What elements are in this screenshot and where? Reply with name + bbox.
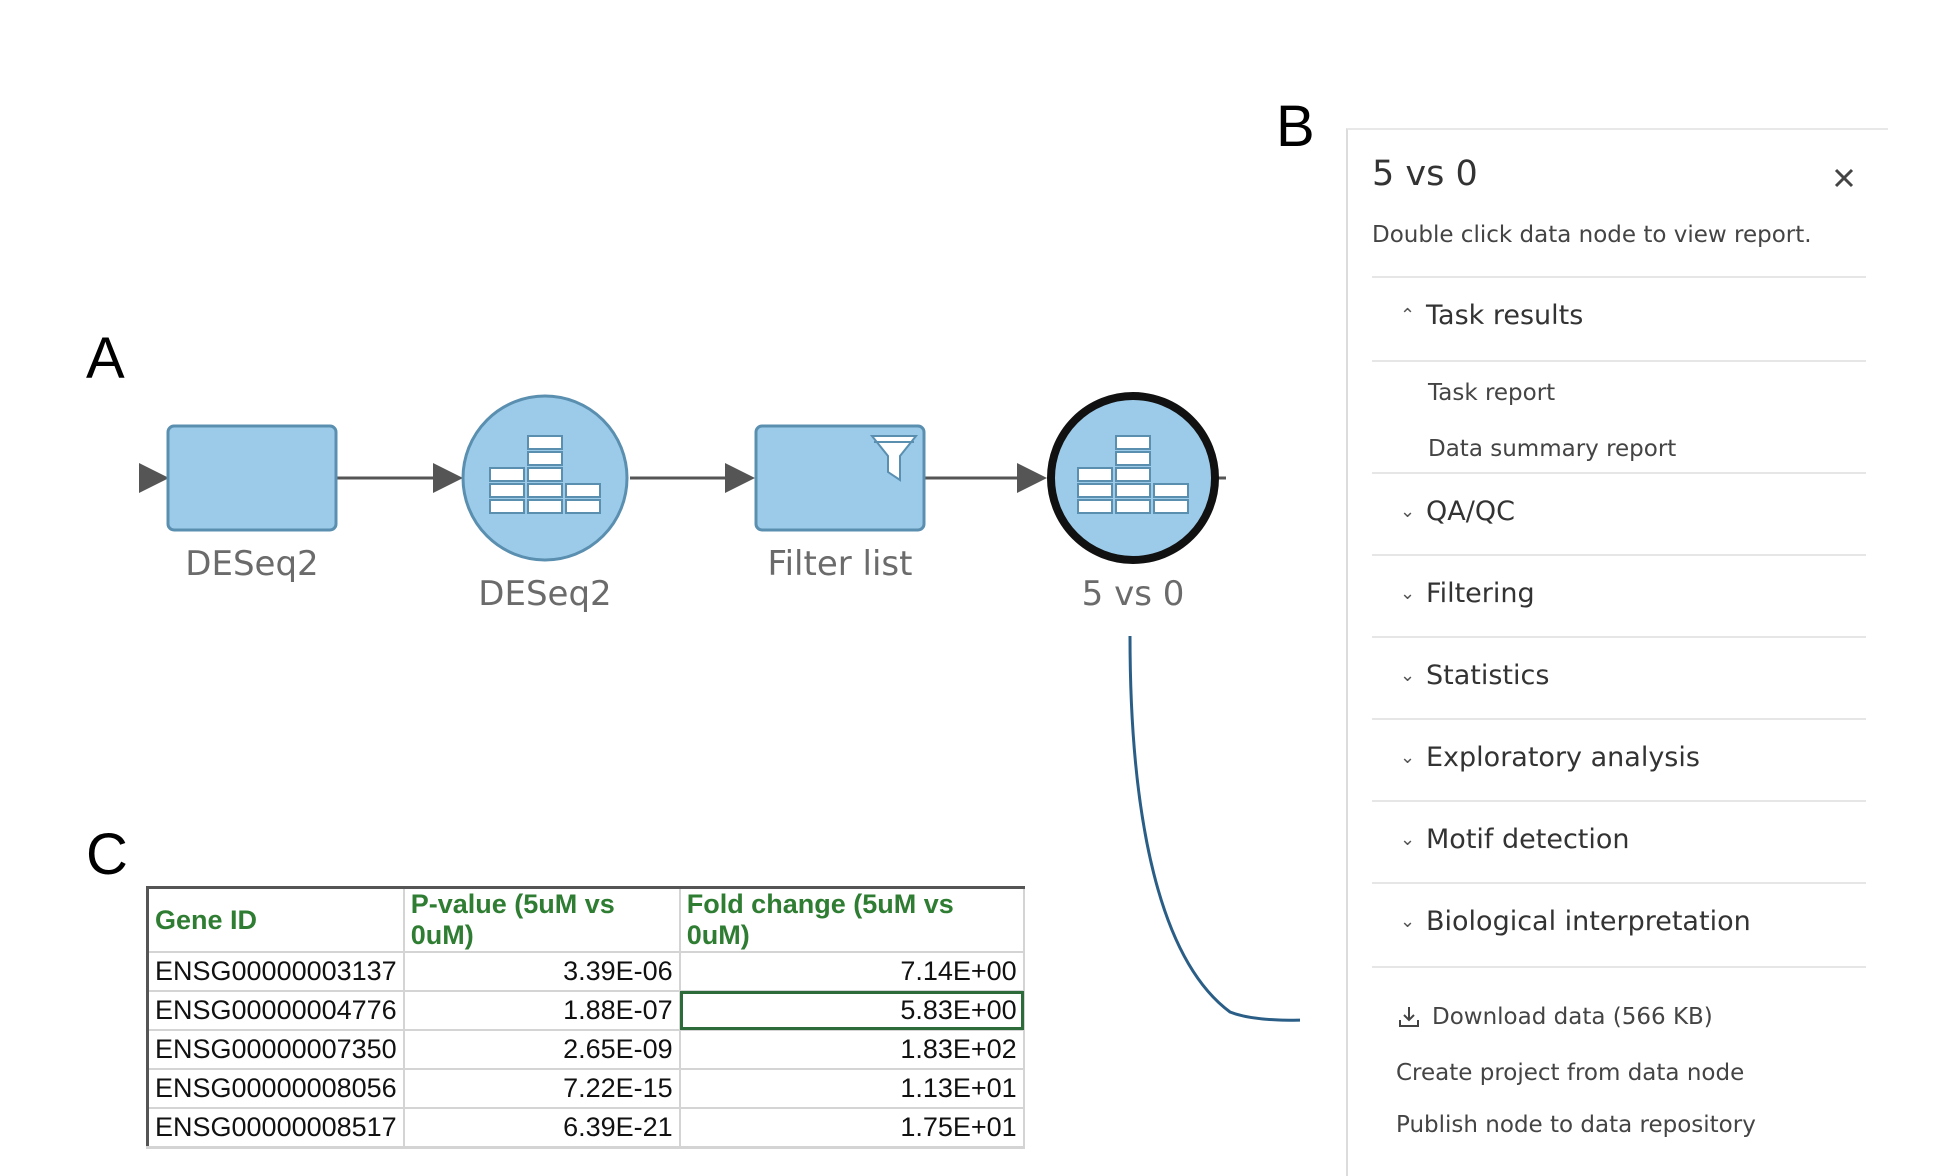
table-row: ENSG00000003137 3.39E-06 7.14E+00 bbox=[146, 951, 1025, 992]
section-label: Statistics bbox=[1426, 660, 1550, 691]
gene-table: Gene ID P-value (5uM vs 0uM) Fold change… bbox=[146, 886, 1025, 1149]
table-icon bbox=[1077, 435, 1189, 514]
download-data-button[interactable]: Download data (566 KB) bbox=[1396, 1004, 1713, 1030]
panel-letter-b: B bbox=[1276, 94, 1315, 159]
section-filtering: ⌄ Filtering bbox=[1372, 554, 1866, 638]
panel-letter-a: A bbox=[86, 326, 125, 391]
section-header-statistics[interactable]: ⌄ Statistics bbox=[1400, 660, 1549, 691]
section-header-filtering[interactable]: ⌄ Filtering bbox=[1400, 578, 1535, 609]
section-header-exploratory-analysis[interactable]: ⌄ Exploratory analysis bbox=[1400, 742, 1700, 773]
create-project-button[interactable]: Create project from data node bbox=[1396, 1060, 1745, 1086]
section-motif-detection: ⌄ Motif detection bbox=[1372, 800, 1866, 884]
panel-letter-c: C bbox=[86, 822, 128, 887]
node-label-4: 5 vs 0 bbox=[1081, 574, 1185, 614]
cell-gene-id[interactable]: ENSG00000004776 bbox=[146, 990, 405, 1031]
task-node-filter-list[interactable] bbox=[754, 424, 926, 532]
panel-title: 5 vs 0 bbox=[1372, 154, 1478, 194]
data-node-5-vs-0[interactable] bbox=[1047, 392, 1219, 564]
section-label: Filtering bbox=[1426, 578, 1535, 609]
cell-p-value[interactable]: 1.88E-07 bbox=[402, 990, 681, 1031]
section-qa-qc: ⌄ QA/QC bbox=[1372, 472, 1866, 556]
chevron-down-icon: ⌄ bbox=[1400, 747, 1416, 768]
node-label-1: DESeq2 bbox=[185, 544, 319, 584]
cell-fold-change[interactable]: 1.13E+01 bbox=[678, 1068, 1025, 1109]
section-header-motif-detection[interactable]: ⌄ Motif detection bbox=[1400, 824, 1630, 855]
column-header-gene-id[interactable]: Gene ID bbox=[146, 886, 405, 953]
cell-fold-change[interactable]: 7.14E+00 bbox=[678, 951, 1025, 992]
section-label: Biological interpretation bbox=[1426, 906, 1751, 937]
column-header-fold-change[interactable]: Fold change (5uM vs 0uM) bbox=[678, 886, 1025, 953]
cell-fold-change[interactable]: 1.75E+01 bbox=[678, 1107, 1025, 1149]
annotation-arrow bbox=[1128, 635, 1300, 1022]
data-summary-report-link[interactable]: Data summary report bbox=[1428, 436, 1677, 462]
section-header-biological-interpretation[interactable]: ⌄ Biological interpretation bbox=[1400, 906, 1751, 937]
section-header-task-results[interactable]: ⌃ Task results bbox=[1400, 300, 1583, 331]
chevron-down-icon: ⌄ bbox=[1400, 665, 1416, 686]
table-icon bbox=[489, 435, 601, 514]
cell-gene-id[interactable]: ENSG00000007350 bbox=[146, 1029, 405, 1070]
filter-icon bbox=[869, 435, 919, 482]
section-statistics: ⌄ Statistics bbox=[1372, 636, 1866, 720]
chevron-down-icon: ⌄ bbox=[1400, 583, 1416, 604]
publish-node-button[interactable]: Publish node to data repository bbox=[1396, 1112, 1756, 1138]
section-label: QA/QC bbox=[1426, 496, 1515, 527]
table-row: ENSG00000008517 6.39E-21 1.75E+01 bbox=[146, 1107, 1025, 1149]
section-header-qa-qc[interactable]: ⌄ QA/QC bbox=[1400, 496, 1515, 527]
section-label: Task results bbox=[1426, 300, 1584, 331]
node-details-panel: 5 vs 0 Double click data node to view re… bbox=[1346, 128, 1888, 1176]
chevron-up-icon: ⌃ bbox=[1400, 305, 1416, 326]
table-row: ENSG00000004776 1.88E-07 5.83E+00 bbox=[146, 990, 1025, 1031]
cell-p-value[interactable]: 2.65E-09 bbox=[402, 1029, 681, 1070]
section-biological-interpretation: ⌄ Biological interpretation bbox=[1372, 882, 1866, 968]
download-icon bbox=[1399, 1007, 1419, 1027]
task-node-deseq2[interactable] bbox=[166, 424, 338, 532]
close-icon[interactable] bbox=[1824, 158, 1864, 198]
node-label-2: DESeq2 bbox=[478, 574, 612, 614]
table-header-row: Gene ID P-value (5uM vs 0uM) Fold change… bbox=[146, 886, 1025, 953]
chevron-down-icon: ⌄ bbox=[1400, 829, 1416, 850]
cell-fold-change[interactable]: 1.83E+02 bbox=[678, 1029, 1025, 1070]
section-exploratory-analysis: ⌄ Exploratory analysis bbox=[1372, 718, 1866, 802]
cell-fold-change-selected[interactable]: 5.83E+00 bbox=[678, 990, 1025, 1031]
column-header-p-value[interactable]: P-value (5uM vs 0uM) bbox=[402, 886, 681, 953]
table-row: ENSG00000007350 2.65E-09 1.83E+02 bbox=[146, 1029, 1025, 1070]
node-label-3: Filter list bbox=[767, 544, 913, 584]
workflow-canvas bbox=[139, 392, 1300, 1022]
download-data-label: Download data (566 KB) bbox=[1432, 1004, 1713, 1030]
section-task-results: ⌃ Task results Task report Data summary … bbox=[1372, 276, 1866, 474]
cell-p-value[interactable]: 7.22E-15 bbox=[402, 1068, 681, 1109]
data-node-deseq2[interactable] bbox=[461, 394, 629, 562]
cell-gene-id[interactable]: ENSG00000003137 bbox=[146, 951, 405, 992]
chevron-down-icon: ⌄ bbox=[1400, 501, 1416, 522]
table-row: ENSG00000008056 7.22E-15 1.13E+01 bbox=[146, 1068, 1025, 1109]
chevron-down-icon: ⌄ bbox=[1400, 911, 1416, 932]
panel-hint: Double click data node to view report. bbox=[1372, 222, 1812, 248]
cell-p-value[interactable]: 6.39E-21 bbox=[402, 1107, 681, 1149]
cell-gene-id[interactable]: ENSG00000008056 bbox=[146, 1068, 405, 1109]
cell-p-value[interactable]: 3.39E-06 bbox=[402, 951, 681, 992]
section-label: Motif detection bbox=[1426, 824, 1630, 855]
section-label: Exploratory analysis bbox=[1426, 742, 1700, 773]
cell-gene-id[interactable]: ENSG00000008517 bbox=[146, 1107, 405, 1149]
task-report-link[interactable]: Task report bbox=[1428, 380, 1556, 406]
